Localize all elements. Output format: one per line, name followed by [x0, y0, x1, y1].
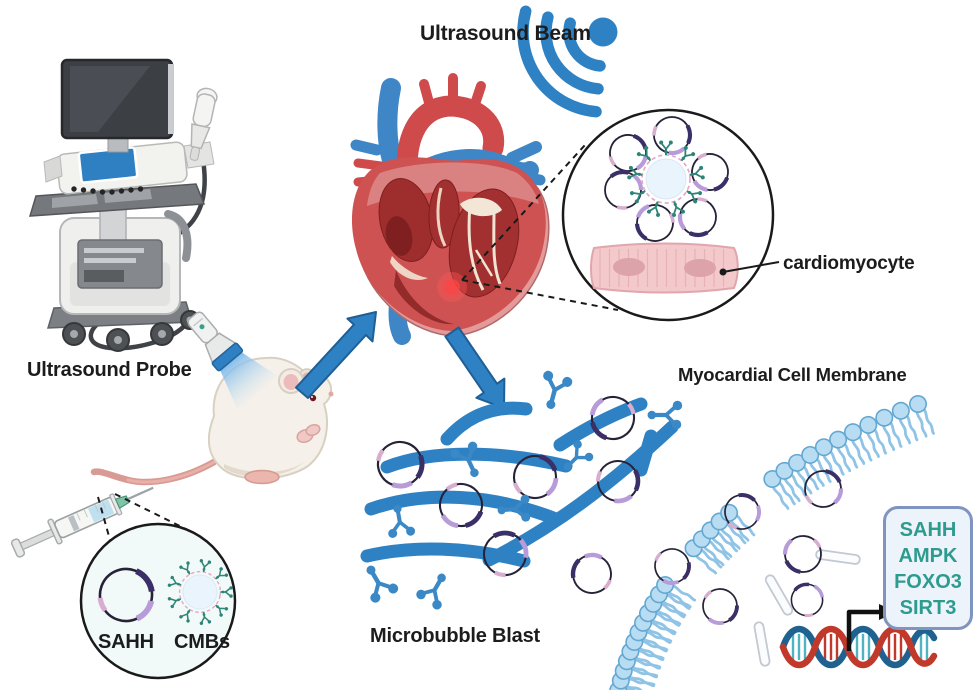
- gene-sirt3: SIRT3: [899, 597, 957, 619]
- magnifier-line: [461, 144, 586, 281]
- ultrasound-beam-icon: [517, 5, 618, 118]
- holstered-probe: [189, 87, 218, 161]
- cmbs-label: CMBs: [174, 631, 230, 653]
- myocardial-cell-membrane-label: Myocardial Cell Membrane: [678, 364, 907, 385]
- arrow-mouse-to-heart: [295, 311, 377, 399]
- gene-foxo3: FOXO3: [894, 571, 962, 593]
- monitor: [60, 58, 174, 153]
- magnifier-line: [97, 496, 111, 541]
- microbubble-blast-label: Microbubble Blast: [370, 625, 540, 647]
- magnifier-line: [461, 279, 619, 311]
- needle: [127, 486, 154, 501]
- ultrasound-beam-cone: [220, 352, 278, 410]
- cardiomyocyte-cell: [590, 242, 739, 294]
- microbubble-blast: [360, 397, 679, 568]
- ultrasound-machine: [28, 58, 218, 352]
- gene-box: SAHH AMPK FOXO3 SIRT3: [883, 506, 973, 630]
- syringe: [10, 486, 154, 558]
- sahh-plasmid-label: SAHH: [98, 631, 154, 653]
- ultrasound-beam-label: Ultrasound Beam: [420, 22, 591, 45]
- probe-transducer-tip: [211, 342, 244, 372]
- console-knobs: [71, 186, 144, 195]
- magnifier-line: [114, 493, 197, 535]
- heart-magnifier: [561, 106, 780, 322]
- mouse-hind-foot: [244, 469, 280, 485]
- arrow-heart-to-blast: [444, 326, 506, 409]
- injection-magnifier: [77, 522, 240, 680]
- heart: [350, 73, 550, 345]
- ultrasound-probe-label: Ultrasound Probe: [27, 359, 192, 381]
- cardiomyocyte-label: cardiomyocyte: [783, 253, 915, 274]
- cardiomyocyte-pointer: [722, 261, 780, 273]
- dna-helix: [779, 625, 938, 669]
- gene-ampk: AMPK: [898, 545, 958, 567]
- ultrasound-probe-device: [187, 311, 278, 410]
- gene-sahh: SAHH: [899, 519, 957, 541]
